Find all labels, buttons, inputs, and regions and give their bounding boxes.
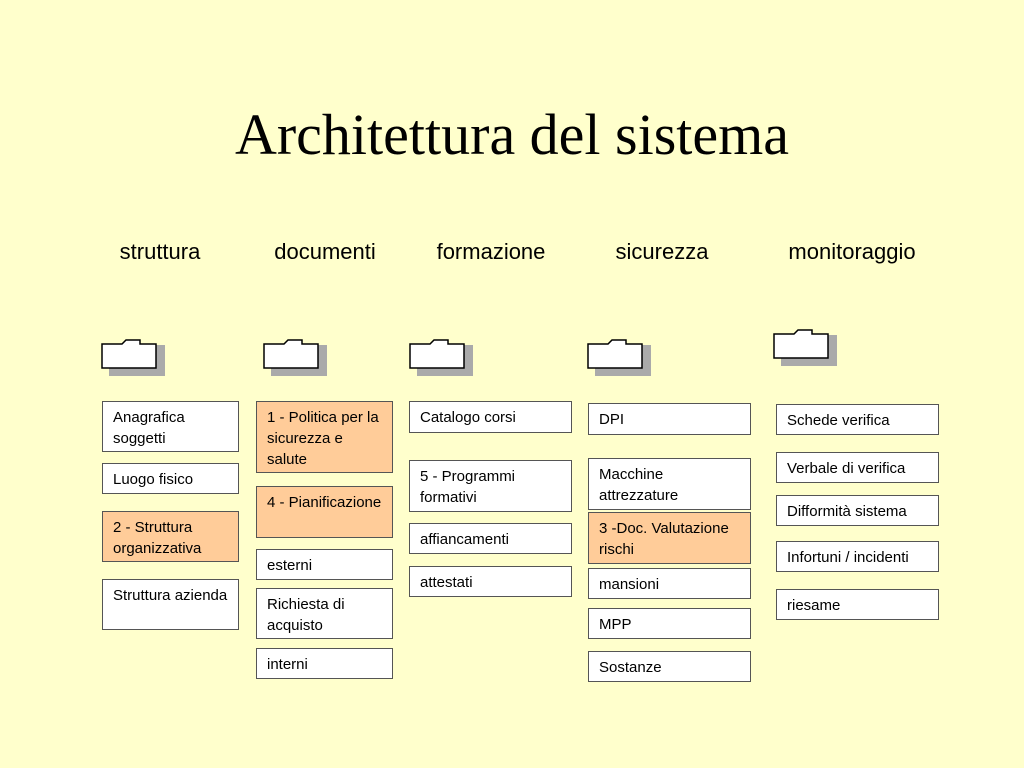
item-programmi-formativi[interactable]: 5 - Programmi formativi: [409, 460, 572, 512]
folder-icon[interactable]: [408, 336, 478, 378]
folder-icon[interactable]: [262, 336, 332, 378]
folder-icon[interactable]: [100, 336, 170, 378]
column-header-sicurezza: sicurezza: [615, 239, 709, 264]
item-interni[interactable]: interni: [256, 648, 393, 679]
column-header-formazione: formazione: [436, 239, 546, 264]
item-luogo-fisico[interactable]: Luogo fisico: [102, 463, 239, 494]
folder-icon[interactable]: [586, 336, 656, 378]
item-struttura-organizzativa[interactable]: 2 - Struttura organizzativa: [102, 511, 239, 562]
item-attestati[interactable]: attestati: [409, 566, 572, 597]
item-catalogo-corsi[interactable]: Catalogo corsi: [409, 401, 572, 433]
item-pianificazione[interactable]: 4 - Pianificazione: [256, 486, 393, 538]
item-valutazione-rischi[interactable]: 3 -Doc. Valutazione rischi: [588, 512, 751, 564]
item-verbale-verifica[interactable]: Verbale di verifica: [776, 452, 939, 483]
item-difformita-sistema[interactable]: Difformità sistema: [776, 495, 939, 526]
item-schede-verifica[interactable]: Schede verifica: [776, 404, 939, 435]
page-title: Architettura del sistema: [234, 102, 790, 167]
item-riesame[interactable]: riesame: [776, 589, 939, 620]
item-affiancamenti[interactable]: affiancamenti: [409, 523, 572, 554]
column-header-monitoraggio: monitoraggio: [788, 239, 916, 264]
item-infortuni-incidenti[interactable]: Infortuni / incidenti: [776, 541, 939, 572]
item-anagrafica-soggetti[interactable]: Anagrafica soggetti: [102, 401, 239, 452]
item-dpi[interactable]: DPI: [588, 403, 751, 435]
item-politica-sicurezza[interactable]: 1 - Politica per la sicurezza e salute: [256, 401, 393, 473]
item-mansioni[interactable]: mansioni: [588, 568, 751, 599]
item-mpp[interactable]: MPP: [588, 608, 751, 639]
column-header-documenti: documenti: [274, 239, 376, 264]
item-sostanze[interactable]: Sostanze: [588, 651, 751, 682]
item-macchine-attrezzature[interactable]: Macchine attrezzature: [588, 458, 751, 510]
item-struttura-azienda[interactable]: Struttura azienda: [102, 579, 239, 630]
item-richiesta-acquisto[interactable]: Richiesta di acquisto: [256, 588, 393, 639]
column-header-struttura: struttura: [119, 239, 201, 264]
item-esterni[interactable]: esterni: [256, 549, 393, 580]
folder-icon[interactable]: [772, 326, 842, 368]
